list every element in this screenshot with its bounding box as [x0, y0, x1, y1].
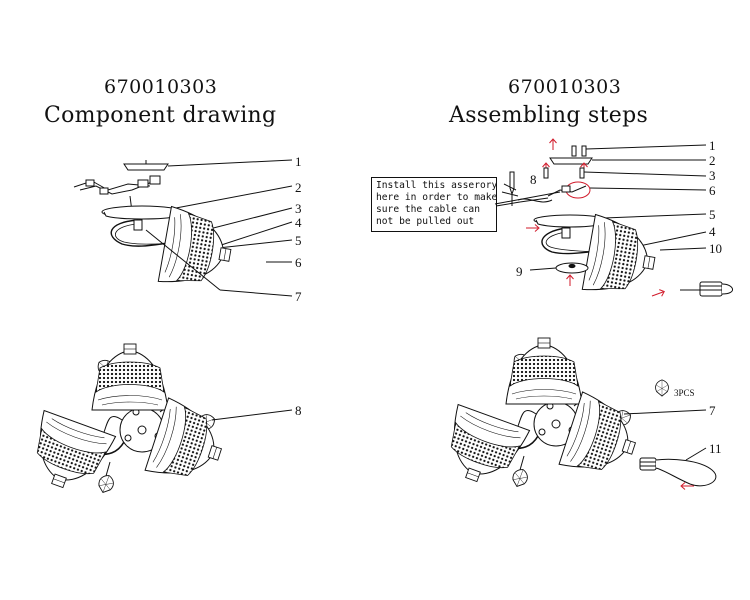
- wiring-connectors-part: [73, 175, 161, 213]
- crystal-quantity-label: 3PCS: [674, 388, 695, 398]
- assembled-chandelier-right: [435, 337, 717, 494]
- install-note-line: not be pulled out: [376, 216, 475, 227]
- callout-label: 7: [709, 403, 716, 418]
- right-model-number: 670010303: [508, 76, 622, 98]
- assembled-chandelier-left: [21, 343, 293, 500]
- callout-label: 7: [295, 289, 302, 304]
- callout-label: 8: [530, 172, 537, 187]
- install-note-line: sure the cable can: [376, 204, 480, 215]
- callout-label: 1: [295, 154, 302, 169]
- callout-label: 11: [709, 441, 722, 456]
- install-note-line: Install this asserory: [376, 180, 498, 191]
- left-title: Component drawing: [44, 103, 277, 128]
- bulb-part: [639, 447, 717, 487]
- callout-label: 3: [295, 201, 302, 216]
- callout-label: 1: [709, 138, 716, 153]
- callout-label: 5: [709, 207, 716, 222]
- callout-label: 5: [295, 233, 302, 248]
- mounting-bracket-part: [123, 159, 293, 171]
- install-note-line: here in order to make: [376, 192, 498, 203]
- callout-label: 6: [295, 255, 302, 270]
- callout-label: 2: [295, 180, 302, 195]
- callout-label: 10: [709, 241, 722, 256]
- component-drawing: [73, 159, 293, 297]
- callout-label: 2: [709, 153, 716, 168]
- assembly-exploded-view: [494, 138, 733, 302]
- left-model-number: 670010303: [104, 76, 218, 98]
- callout-label: 4: [709, 224, 716, 239]
- canopy-part: [101, 185, 293, 220]
- callout-label: 9: [516, 264, 523, 279]
- callout-label: 4: [295, 215, 302, 230]
- callout-label: 3: [709, 168, 716, 183]
- callout-label: 8: [295, 403, 302, 418]
- install-note-box: Install this asserory here in order to m…: [371, 177, 497, 232]
- right-title: Assembling steps: [449, 103, 649, 128]
- bulb-part: [680, 281, 733, 297]
- callout-label: 6: [709, 183, 716, 198]
